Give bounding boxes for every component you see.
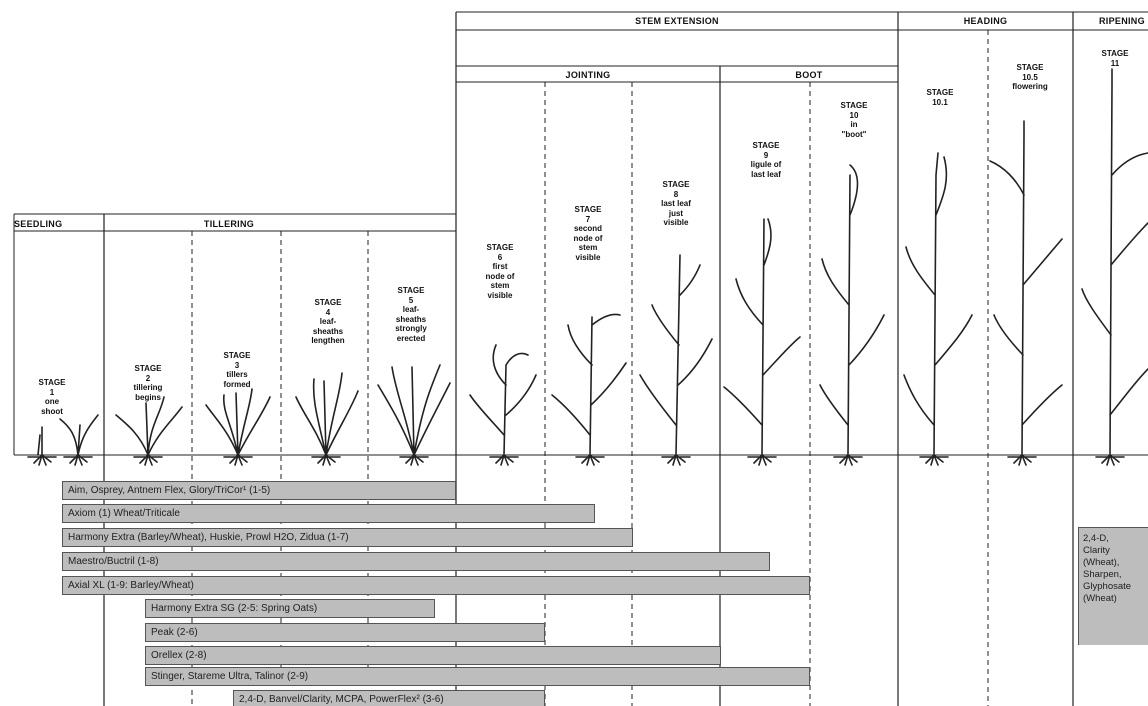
stage-5-label: STAGE 5 leaf- sheaths strongly erected [395, 286, 427, 343]
herbicide-bar: Aim, Osprey, Antnem Flex, Glory/TriCor¹ … [62, 481, 456, 500]
ripening-herbicide-note: 2,4-D, Clarity (Wheat), Sharpen, Glyphos… [1078, 527, 1148, 645]
stage-4-label: STAGE 4 leaf- sheaths lengthen [311, 298, 345, 345]
stage-10-5-label: STAGE 10.5 flowering [1012, 63, 1048, 91]
stage-1-label: STAGE 1 one shoot [38, 378, 66, 416]
herbicide-bar: Harmony Extra SG (2-5: Spring Oats) [145, 599, 435, 618]
herbicide-bar: 2,4-D, Banvel/Clarity, MCPA, PowerFlex² … [233, 690, 545, 706]
herbicide-bar: Orellex (2-8) [145, 646, 721, 665]
stage-3-label: STAGE 3 tillers formed [223, 351, 251, 389]
herbicide-bar: Harmony Extra (Barley/Wheat), Huskie, Pr… [62, 528, 633, 547]
stage-6-label: STAGE 6 first node of stem visible [485, 243, 515, 300]
plant-stage-9 [723, 218, 801, 466]
herbicide-bar: Peak (2-6) [145, 623, 545, 642]
plant-stage-10-1 [903, 152, 973, 466]
plant-stage-4 [295, 372, 359, 466]
stage-10-label: STAGE 10 in "boot" [840, 101, 868, 139]
herbicide-bar: Axial XL (1-9: Barley/Wheat) [62, 576, 810, 595]
phase-seedling: SEEDLING [14, 219, 63, 229]
stage-9-label: STAGE 9 ligule of last leaf [750, 141, 782, 179]
stage-7-label: STAGE 7 second node of stem visible [573, 205, 603, 262]
herbicide-bar: Axiom (1) Wheat/Triticale [62, 504, 595, 523]
herbicide-bar: Stinger, Stareme Ultra, Talinor (2-9) [145, 667, 810, 686]
plant-stage-5 [377, 364, 451, 466]
phase-boot: BOOT [795, 70, 823, 80]
plant-stage-2 [115, 396, 183, 466]
stage-11-label: STAGE 11 [1101, 49, 1129, 68]
stage-10-1-label: STAGE 10.1 [926, 88, 954, 107]
plant-stage-10-5 [989, 120, 1063, 466]
plant-stage-3 [205, 388, 271, 466]
phase-tillering: TILLERING [203, 219, 255, 229]
plant-stage-10 [819, 164, 885, 466]
plant-stage-6 [469, 344, 537, 466]
phase-heading: HEADING [963, 16, 1008, 26]
plant-stage-7 [551, 313, 627, 466]
plant-stage-8 [639, 254, 713, 466]
plant-stage-1 [27, 426, 57, 466]
stage-8-label: STAGE 8 last leaf just visible [661, 180, 691, 227]
herbicide-bar: Maestro/Buctril (1-8) [62, 552, 770, 571]
phase-stem-extension: STEM EXTENSION [635, 16, 719, 26]
plant-stage-11 [1081, 68, 1148, 466]
phase-jointing: JOINTING [565, 70, 611, 80]
phase-ripening: RIPENING [1099, 16, 1145, 26]
stage-2-label: STAGE 2 tillering begins [133, 364, 163, 402]
plant-stage-1 [59, 414, 99, 466]
